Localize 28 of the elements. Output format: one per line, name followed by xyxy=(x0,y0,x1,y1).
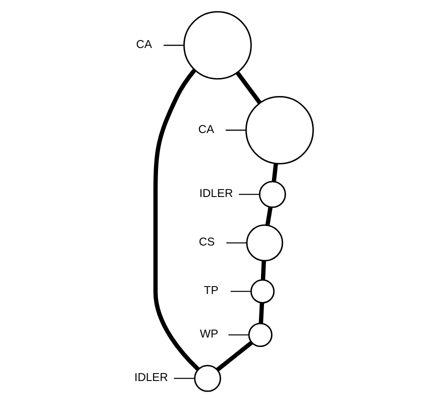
connector xyxy=(226,130,246,131)
node-text: CA xyxy=(198,124,214,136)
connector xyxy=(226,242,247,244)
node-text: CA xyxy=(136,39,152,52)
node-circle xyxy=(246,224,284,262)
connector xyxy=(258,302,264,324)
node-circle xyxy=(194,364,222,392)
connector xyxy=(216,340,253,372)
connector xyxy=(153,68,200,371)
connector xyxy=(230,290,252,292)
connector xyxy=(164,44,184,46)
node-text: IDLER xyxy=(199,188,233,200)
connector xyxy=(238,194,260,195)
node-circle xyxy=(250,279,275,304)
connector xyxy=(265,206,273,226)
node-circle xyxy=(183,11,252,80)
node-text: CS xyxy=(198,236,215,249)
connector xyxy=(174,378,195,379)
connector xyxy=(228,334,249,336)
connector xyxy=(260,260,266,280)
node-circle xyxy=(245,96,314,164)
node-text: WP xyxy=(200,328,218,341)
node-circle xyxy=(258,180,286,208)
connector xyxy=(236,71,262,104)
node-text: TP xyxy=(204,285,218,298)
node-text: IDLER xyxy=(134,372,168,384)
connector xyxy=(272,163,278,182)
node-circle xyxy=(248,322,272,347)
